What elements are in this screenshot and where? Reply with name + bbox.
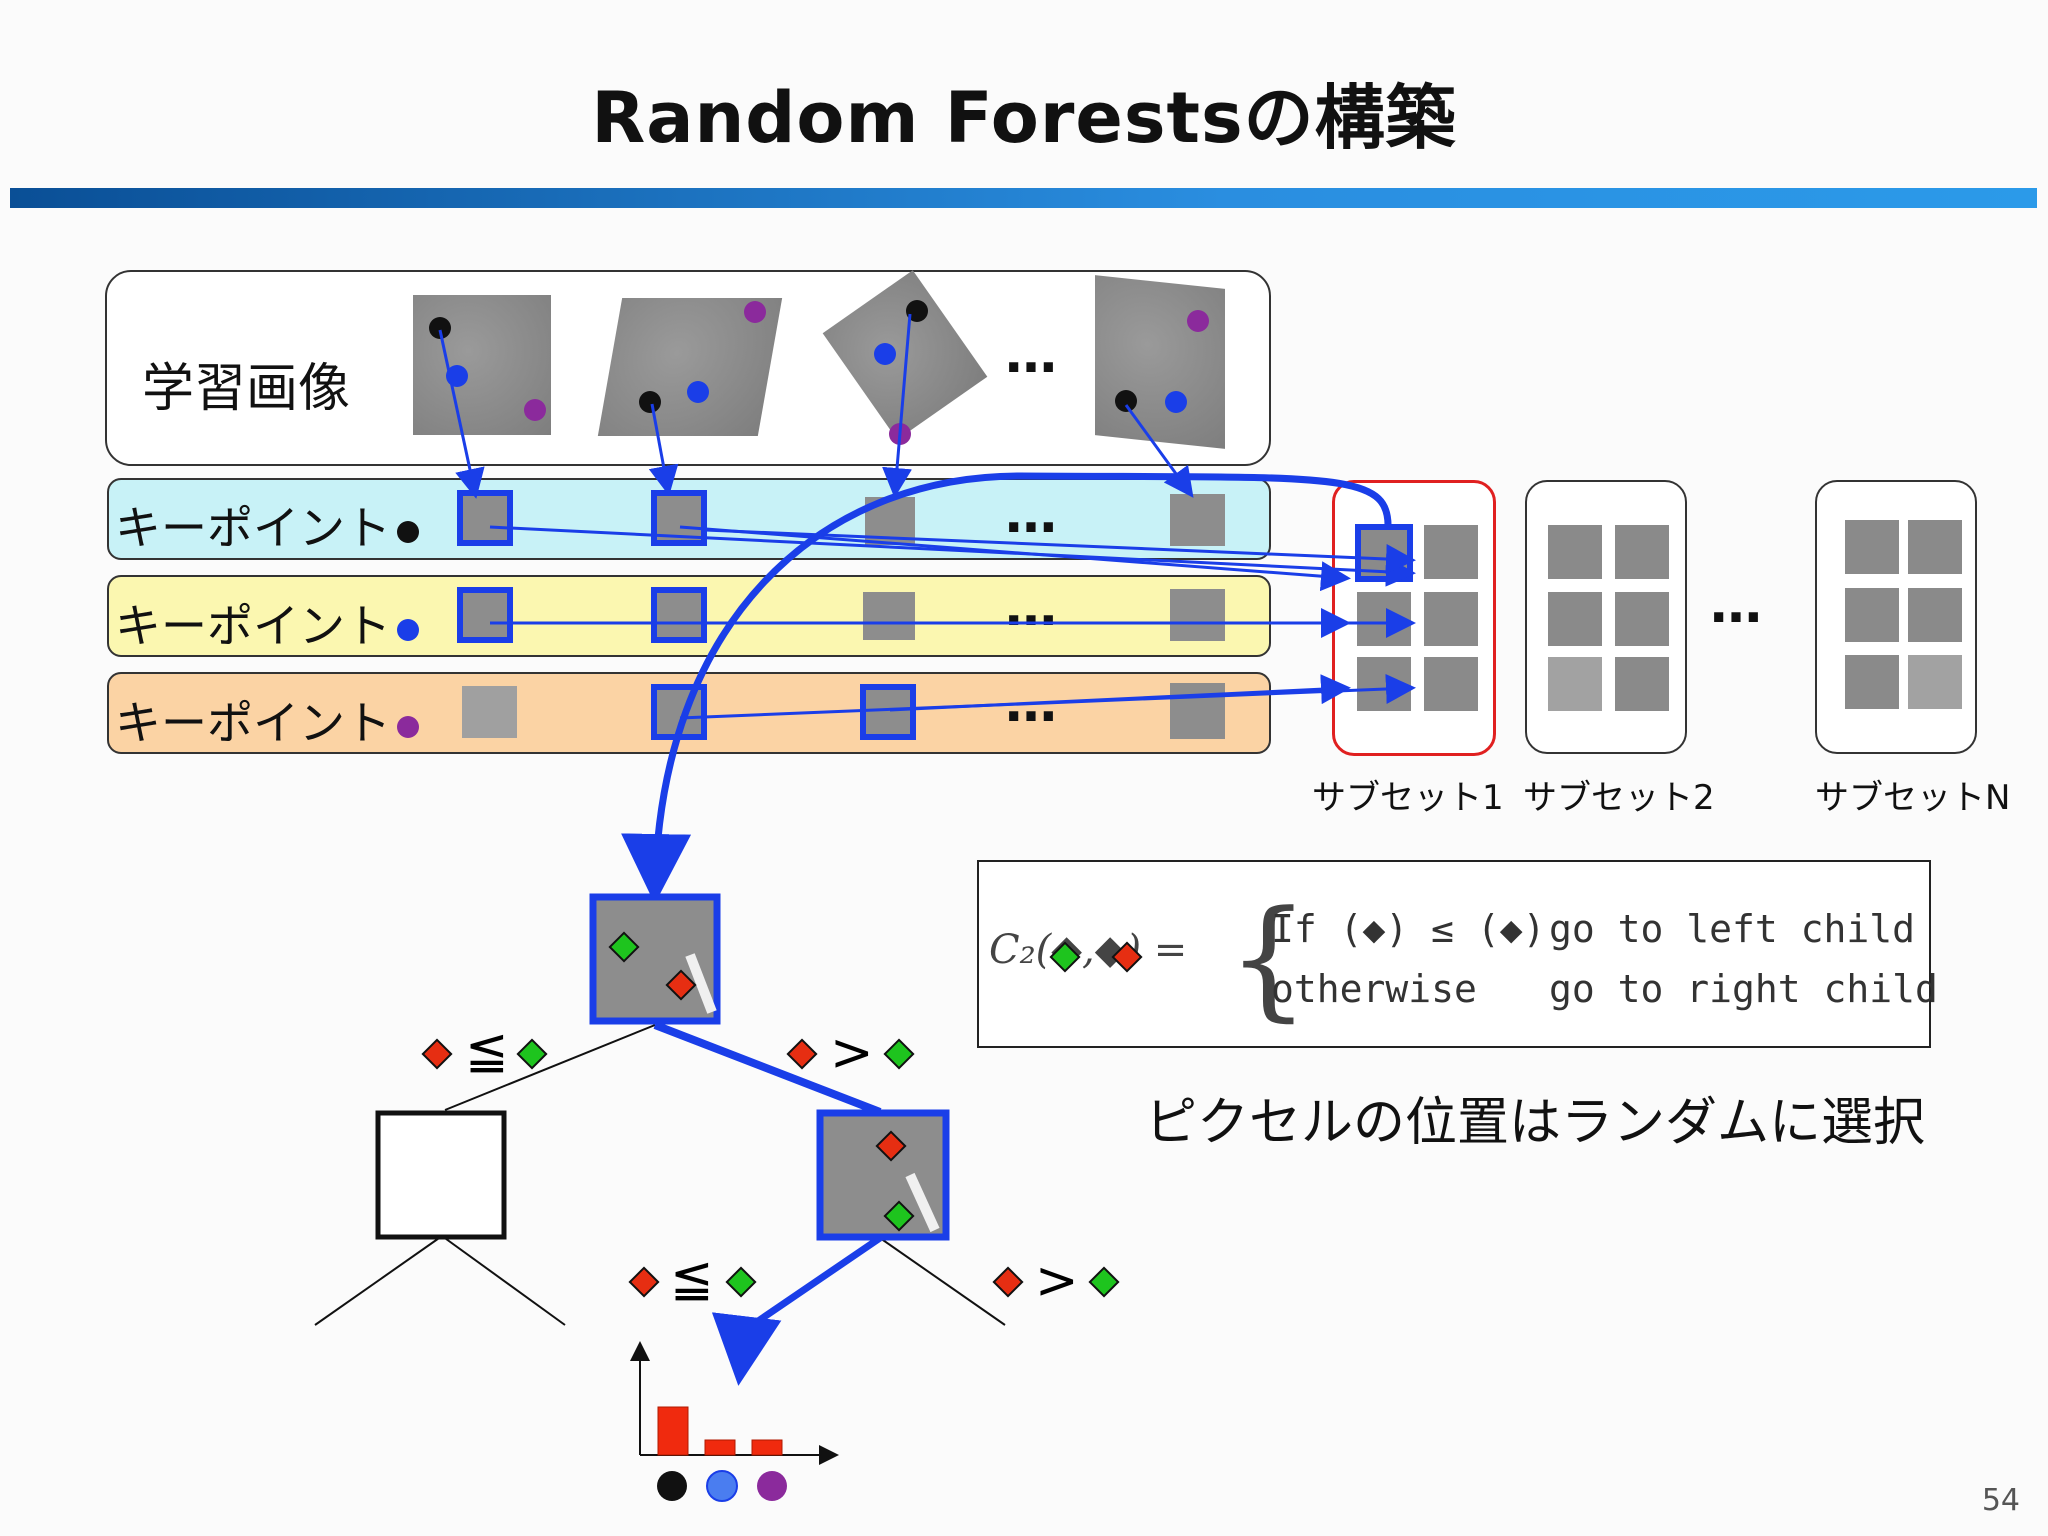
subset-n-label: サブセットN — [1815, 778, 2011, 818]
split-formula-box: C₂(◆,◆) = { If (◆) ≤ (◆) go to left chil… — [977, 860, 1938, 1048]
keypoint-label-text: キーポイント — [115, 501, 391, 555]
tree-path-highlight — [653, 1021, 882, 1116]
selected-patch-r1c1 — [457, 490, 513, 546]
keypoint-label-text: キーポイント — [115, 696, 391, 750]
row3-ellipsis: … — [1005, 674, 1063, 734]
green-pixel-icon — [608, 931, 640, 963]
subset2-tile — [1548, 657, 1602, 711]
green-diamond-icon — [1088, 1266, 1120, 1298]
right-child-node — [816, 1109, 950, 1241]
left-child-node — [375, 1110, 507, 1240]
leaf-histogram — [657, 1406, 783, 1456]
histogram-purple-class-icon — [757, 1471, 787, 1501]
training-ellipsis: … — [1005, 325, 1063, 385]
purple-dot-icon — [397, 715, 419, 738]
training-image-2 — [597, 298, 783, 436]
subset2-tile — [1615, 657, 1669, 711]
subset-2-label: サブセット2 — [1523, 778, 1715, 818]
histogram-blue-class-icon — [706, 1470, 738, 1502]
subset1-tile — [1424, 525, 1478, 579]
green-diamond-icon — [883, 1038, 915, 1070]
caption-random-pixel: ピクセルの位置はランダムに選択 — [1145, 1093, 1926, 1153]
subsetn-tile — [1845, 655, 1899, 709]
row2-patch-4 — [1170, 589, 1225, 641]
slide-title: Random Forestsの構築 — [591, 77, 1457, 159]
selected-patch-r2c1 — [457, 587, 513, 643]
branch-gt-label: > — [830, 1023, 874, 1083]
histogram-bar — [657, 1406, 689, 1456]
formula-lhs: C₂(◆,◆) = — [989, 927, 1188, 973]
selected-patch-r3c3 — [860, 684, 916, 740]
selected-patch-r2c2 — [651, 587, 707, 643]
formula-line1-action: go to left child — [1549, 907, 1916, 951]
red-pixel-icon — [665, 969, 697, 1001]
subset2-tile — [1548, 592, 1602, 646]
training-images-label: 学習画像 — [142, 359, 351, 419]
branch-le-label: ≦ — [670, 1249, 714, 1309]
training-image-1 — [413, 295, 551, 435]
branch-gt-label: > — [1035, 1251, 1079, 1311]
green-pixel-icon — [883, 1200, 915, 1232]
formula-line2-action: go to right child — [1549, 967, 1938, 1011]
selected-patch-r1c2 — [651, 490, 707, 546]
green-diamond-icon — [516, 1038, 548, 1070]
subsetn-tile — [1845, 520, 1899, 574]
subset2-tile — [1548, 525, 1602, 579]
red-diamond-icon — [786, 1038, 818, 1070]
subset1-tile — [1424, 592, 1478, 646]
formula-line2-condition: otherwise — [1271, 967, 1477, 1011]
subset-1-label: サブセット1 — [1312, 778, 1504, 818]
subset2-tile — [1615, 525, 1669, 579]
formula-line1-condition: If (◆) ≤ (◆) — [1271, 907, 1546, 951]
subset1-tile — [1357, 657, 1411, 711]
keypoint-row-label-black: キーポイント — [115, 492, 419, 558]
subsetn-tile — [1845, 588, 1899, 642]
subset-ellipsis: … — [1710, 575, 1768, 635]
row2-ellipsis: … — [1005, 578, 1063, 638]
subset1-tile — [1424, 657, 1478, 711]
row3-patch-4 — [1170, 683, 1225, 739]
tree-path-to-leaf — [711, 1235, 882, 1386]
subsetn-tile — [1908, 655, 1962, 709]
green-diamond-icon — [725, 1266, 757, 1298]
subset1-selected-tile — [1355, 524, 1413, 582]
selected-patch-r3c2 — [651, 684, 707, 740]
blue-dot-icon — [397, 618, 419, 641]
red-diamond-icon — [421, 1038, 453, 1070]
title-rule — [10, 188, 2037, 208]
histogram-black-class-icon — [657, 1471, 687, 1501]
keypoint-row-label-purple: キーポイント — [115, 687, 419, 753]
red-diamond-icon — [628, 1266, 660, 1298]
keypoint-label-text: キーポイント — [115, 599, 391, 653]
row1-patch-4 — [1170, 494, 1225, 546]
black-dot-icon — [397, 520, 419, 543]
keypoint-row-label-blue: キーポイント — [115, 590, 419, 656]
subsetn-tile — [1908, 520, 1962, 574]
row3-patch-1 — [462, 686, 517, 738]
row2-patch-1 — [462, 592, 510, 640]
red-diamond-icon — [992, 1266, 1024, 1298]
branch-le-label: ≦ — [465, 1021, 509, 1081]
subsetn-tile — [1908, 588, 1962, 642]
formula-brace: { — [1227, 882, 1310, 1034]
row2-patch-3 — [863, 592, 915, 640]
row1-ellipsis: … — [1005, 485, 1063, 545]
red-pixel-icon — [875, 1130, 907, 1162]
subset2-tile — [1615, 592, 1669, 646]
histogram-bar — [751, 1439, 783, 1456]
page-number: 54 — [1981, 1483, 2020, 1518]
subset1-tile — [1357, 592, 1411, 646]
row1-patch-3 — [865, 497, 915, 545]
histogram-bar — [704, 1439, 736, 1456]
training-image-4 — [1095, 275, 1225, 449]
root-node — [589, 893, 721, 1025]
